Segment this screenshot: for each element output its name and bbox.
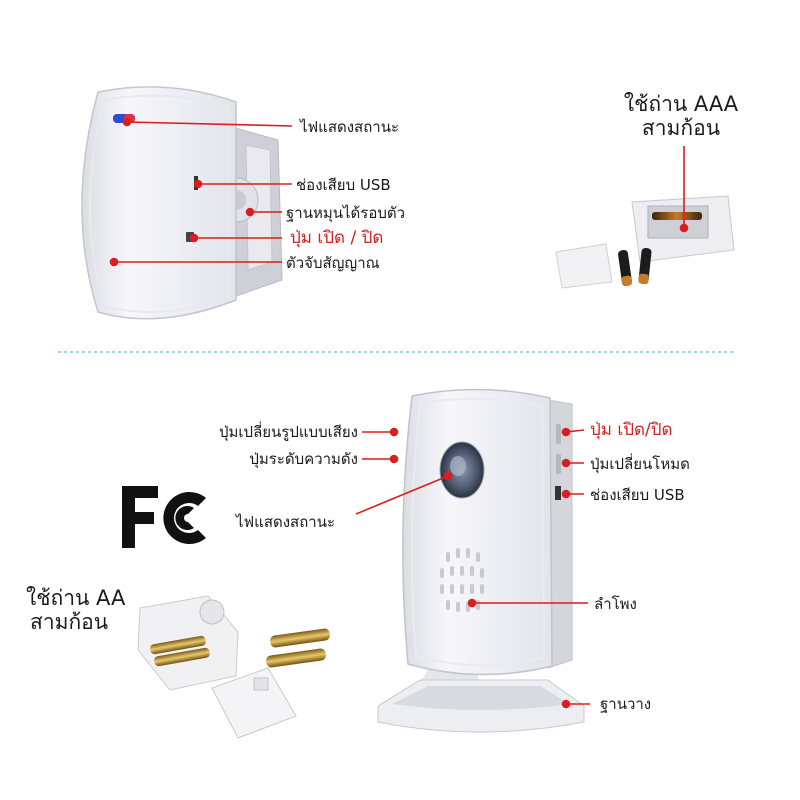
- sensor-usb-port-label: ช่องเสียบ USB: [296, 176, 391, 194]
- sensor-status-light-label: ไฟแสดงสถานะ: [300, 118, 400, 136]
- receiver-sound-pattern-label: ปุ่มเปลี่ยนรูปแบบเสียง: [219, 423, 358, 441]
- aaa-battery-label-line2: สามก้อน: [641, 116, 721, 140]
- sensor-rotating-base-label: ฐานหมุนได้รอบตัว: [286, 204, 406, 222]
- receiver-mode-button-label: ปุ่มเปลี่ยนโหมด: [590, 455, 690, 473]
- receiver-callouts: [355, 427, 590, 709]
- fcc-logo-icon: [122, 486, 206, 548]
- sensor-signal-detector-label: ตัวจับสัญญาณ: [286, 254, 380, 272]
- receiver-stand-label: ฐานวาง: [600, 695, 652, 713]
- receiver-usb-port-label: ช่องเสียบ USB: [590, 486, 685, 504]
- motion-sensor-icon: [81, 86, 283, 320]
- sensor-callouts: [109, 117, 293, 267]
- aa-battery-icon: [137, 595, 330, 739]
- sensor-power-button-label: ปุ่ม เปิด / ปิด: [290, 228, 384, 248]
- aaa-battery-icon: [555, 195, 735, 289]
- receiver-status-light-label: ไฟแสดงสถานะ: [236, 513, 336, 531]
- doorbell-receiver-icon: [377, 388, 585, 733]
- aa-battery-label-line2: สามก้อน: [30, 610, 109, 634]
- receiver-volume-label: ปุ่มระดับความดัง: [249, 450, 358, 468]
- aa-battery-label-line1: ใช้ถ่าน AA: [26, 586, 126, 610]
- receiver-power-button-label: ปุ่ม เปิด/ปิด: [590, 420, 673, 440]
- receiver-speaker-label: ลำโพง: [594, 595, 637, 613]
- aaa-battery-label-line1: ใช้ถ่าน AAA: [623, 92, 739, 116]
